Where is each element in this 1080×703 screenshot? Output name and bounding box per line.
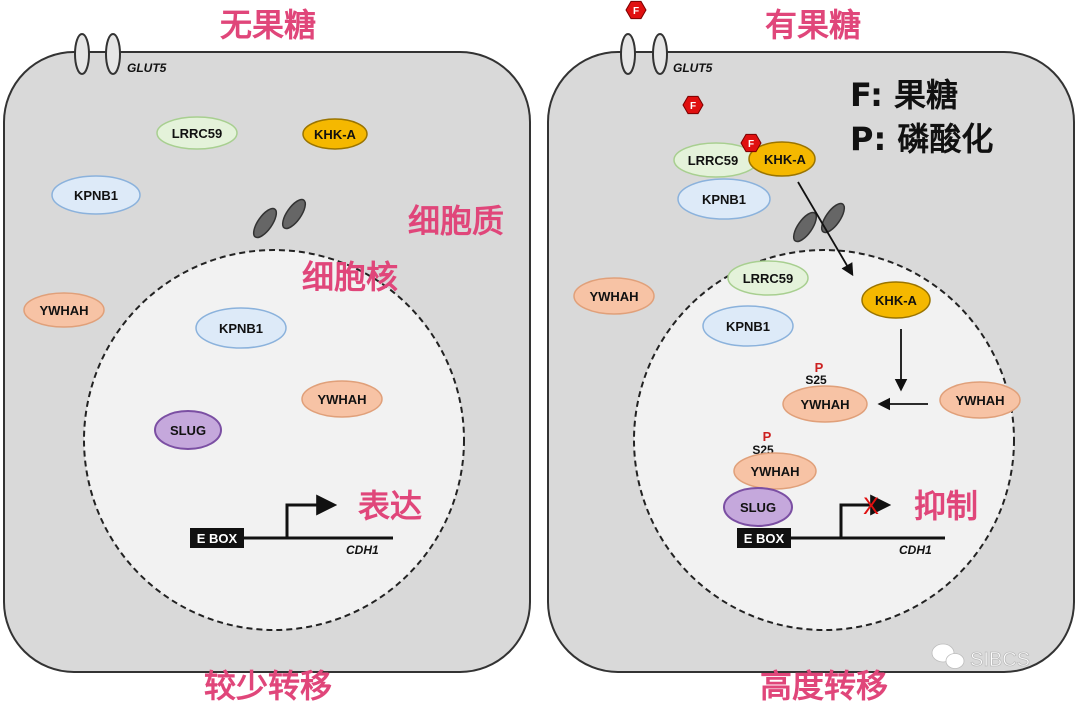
left-nucleus xyxy=(83,249,465,631)
ebox-label: E BOX xyxy=(744,531,785,546)
svg-text:KPNB1: KPNB1 xyxy=(219,321,263,336)
kpnb1-nuc-protein: KPNB1 xyxy=(195,307,287,349)
glut5-label: GLUT5 xyxy=(127,61,167,75)
nuclear-pore-icon xyxy=(792,202,846,243)
svg-text:SLUG: SLUG xyxy=(740,500,776,515)
svg-text:F: F xyxy=(633,6,639,17)
lrrc59-protein: LRRC59 xyxy=(156,116,238,150)
ywhah-phospho-protein: YWHAH xyxy=(782,385,868,423)
glut5-channel-icon xyxy=(74,33,121,75)
legend-phosphorylation: P: 磷酸化 xyxy=(850,120,993,158)
import-arrow xyxy=(797,181,854,277)
svg-text:KPNB1: KPNB1 xyxy=(702,192,746,207)
left-panel: 无果糖 GLUT5 LRRC59 KHK-A KPNB1 YWHAH 细胞质 xyxy=(3,6,531,703)
svg-text:YWHAH: YWHAH xyxy=(39,303,88,318)
svg-text:YWHAH: YWHAH xyxy=(750,464,799,479)
left-title: 无果糖 xyxy=(220,6,316,44)
cytoplasm-label: 细胞质 xyxy=(408,202,504,240)
svg-text:F: F xyxy=(748,139,754,150)
svg-text:LRRC59: LRRC59 xyxy=(743,271,794,286)
arrow-icon xyxy=(839,494,892,537)
ywhah-cyto-protein: YWHAH xyxy=(573,277,655,315)
khk-a-protein: KHK-A xyxy=(302,118,368,150)
suppression-label: 抑制 xyxy=(914,487,978,525)
inhibit-x-mark: X xyxy=(863,493,879,520)
slug-protein: SLUG xyxy=(723,487,793,527)
legend: F: 果糖 P: 磷酸化 xyxy=(850,76,993,158)
svg-text:KHK-A: KHK-A xyxy=(314,127,356,142)
phospho-mark: P xyxy=(815,360,824,375)
svg-text:SLUG: SLUG xyxy=(170,423,206,438)
watermark: SIBCS xyxy=(931,643,1030,671)
ywhah-cyto-protein: YWHAH xyxy=(23,292,105,328)
s25-label: S25 xyxy=(805,373,827,387)
ywhah-nuc-protein: YWHAH xyxy=(301,380,383,418)
svg-text:KHK-A: KHK-A xyxy=(764,152,806,167)
khk-a-nuc-protein: KHK-A xyxy=(861,281,931,319)
svg-text:YWHAH: YWHAH xyxy=(589,289,638,304)
ywhah-nuc-protein: YWHAH xyxy=(939,381,1021,419)
svg-text:LRRC59: LRRC59 xyxy=(688,153,739,168)
wechat-icon xyxy=(931,643,965,669)
legend-fructose: F: 果糖 xyxy=(850,76,958,114)
watermark-text: SIBCS xyxy=(970,649,1030,671)
kpnb1-nuc-protein: KPNB1 xyxy=(702,305,794,347)
arrow-icon xyxy=(285,494,338,537)
svg-text:F: F xyxy=(690,101,696,112)
svg-text:KHK-A: KHK-A xyxy=(875,293,917,308)
right-nucleus xyxy=(633,249,1015,631)
kpnb1-cyto-protein: KPNB1 xyxy=(677,178,771,220)
cdh1-label: CDH1 xyxy=(899,543,932,557)
cdh1-label: CDH1 xyxy=(346,543,379,557)
nuclear-pore-icon xyxy=(252,198,307,239)
lrrc59-nuc-protein: LRRC59 xyxy=(727,260,809,296)
ebox-label: E BOX xyxy=(197,531,238,546)
right-footer: 高度转移 xyxy=(760,667,888,703)
phospho-mark: P xyxy=(763,429,772,444)
svg-text:YWHAH: YWHAH xyxy=(955,393,1004,408)
svg-text:YWHAH: YWHAH xyxy=(800,397,849,412)
left-footer: 较少转移 xyxy=(204,667,332,703)
lrrc59-cyto-protein: LRRC59 xyxy=(673,142,759,178)
kpnb1-cyto-protein: KPNB1 xyxy=(51,175,141,215)
right-title: 有果糖 xyxy=(765,6,861,44)
right-panel: F 有果糖 GLUT5 F: 果糖 P: 磷酸化 F LRRC59 KHK-A … xyxy=(547,0,1075,703)
gene-line: E BOX xyxy=(190,494,393,548)
khk-a-cyto-protein: KHK-A xyxy=(748,141,816,177)
svg-text:KPNB1: KPNB1 xyxy=(74,188,118,203)
expression-label: 表达 xyxy=(358,487,422,525)
nucleus-label: 细胞核 xyxy=(302,258,398,296)
slug-protein: SLUG xyxy=(154,410,222,450)
glut5-label: GLUT5 xyxy=(673,61,713,75)
svg-text:LRRC59: LRRC59 xyxy=(172,126,223,141)
svg-text:YWHAH: YWHAH xyxy=(317,392,366,407)
gene-line: E BOX xyxy=(737,494,945,548)
glut5-channel-icon xyxy=(620,33,668,75)
svg-text:KPNB1: KPNB1 xyxy=(726,319,770,334)
ywhah-slug-protein: YWHAH xyxy=(733,452,817,490)
